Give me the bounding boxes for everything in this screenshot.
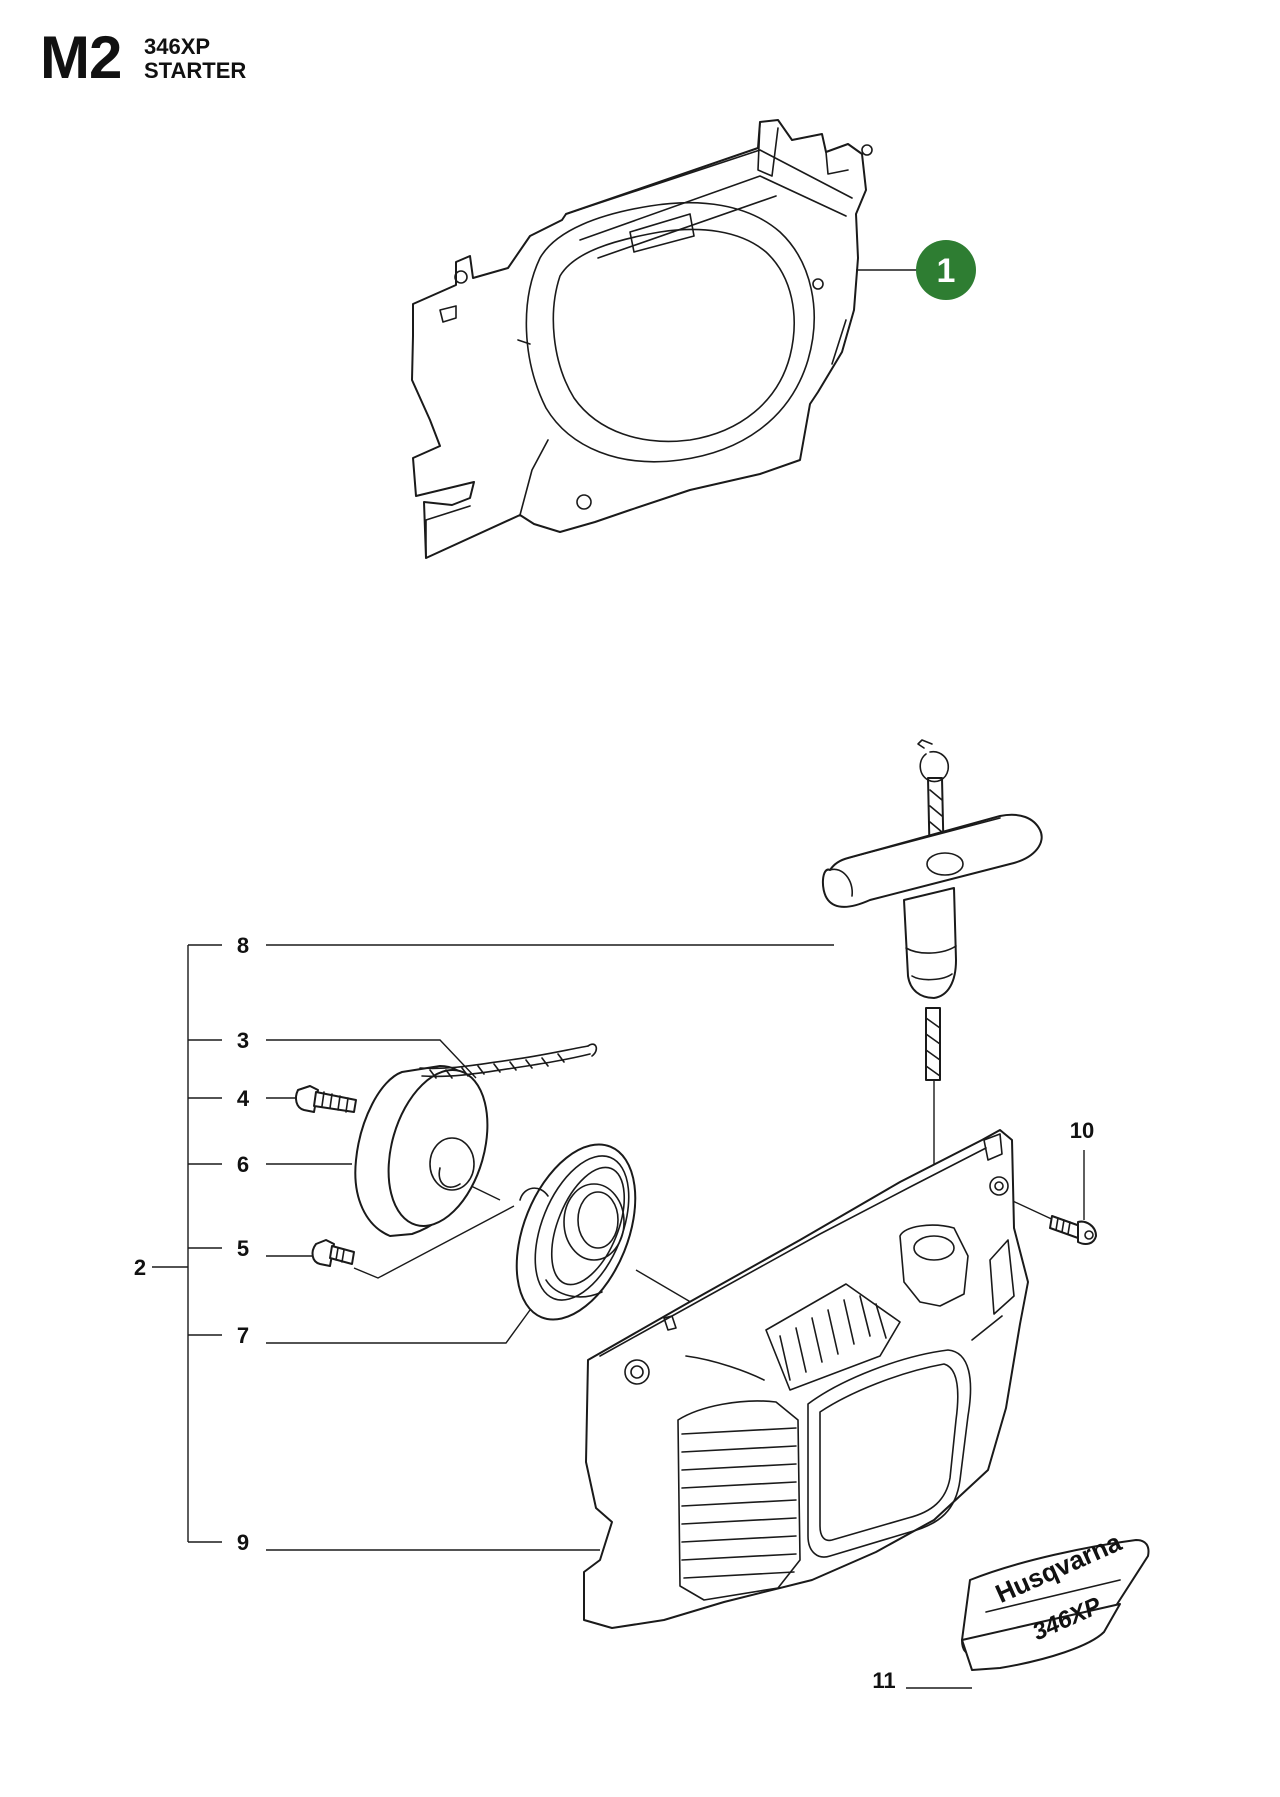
screw-10 bbox=[1049, 1215, 1097, 1245]
model-label: 346XP bbox=[144, 34, 211, 59]
callout-2[interactable]: 2 bbox=[134, 1255, 146, 1280]
screw-5 bbox=[311, 1239, 355, 1267]
callout-1-label: 1 bbox=[937, 252, 956, 290]
callout-5[interactable]: 5 bbox=[237, 1236, 249, 1261]
assembly-bracket bbox=[152, 944, 222, 1543]
callout-badge-1[interactable]: 1 bbox=[916, 240, 976, 300]
callout-10[interactable]: 10 bbox=[1070, 1118, 1094, 1143]
section-title: STARTER bbox=[144, 58, 247, 83]
starter-cover bbox=[583, 1129, 1029, 1629]
callout-6[interactable]: 6 bbox=[237, 1152, 249, 1177]
starter-housing-plate bbox=[411, 119, 918, 559]
callout-3[interactable]: 3 bbox=[237, 1028, 249, 1053]
callout-11[interactable]: 11 bbox=[872, 1668, 895, 1693]
section-code: M2 bbox=[40, 24, 122, 91]
recoil-spring-cassette bbox=[515, 1143, 637, 1321]
callout-4[interactable]: 4 bbox=[237, 1086, 250, 1111]
model-decal: Husqvarna 346XP bbox=[961, 1527, 1150, 1671]
starter-handle bbox=[822, 739, 1043, 1081]
callout-7[interactable]: 7 bbox=[237, 1323, 249, 1348]
rope-pulley bbox=[354, 1043, 598, 1237]
callout-8[interactable]: 8 bbox=[237, 933, 249, 958]
screw-4 bbox=[295, 1085, 357, 1113]
callout-9[interactable]: 9 bbox=[237, 1530, 249, 1555]
